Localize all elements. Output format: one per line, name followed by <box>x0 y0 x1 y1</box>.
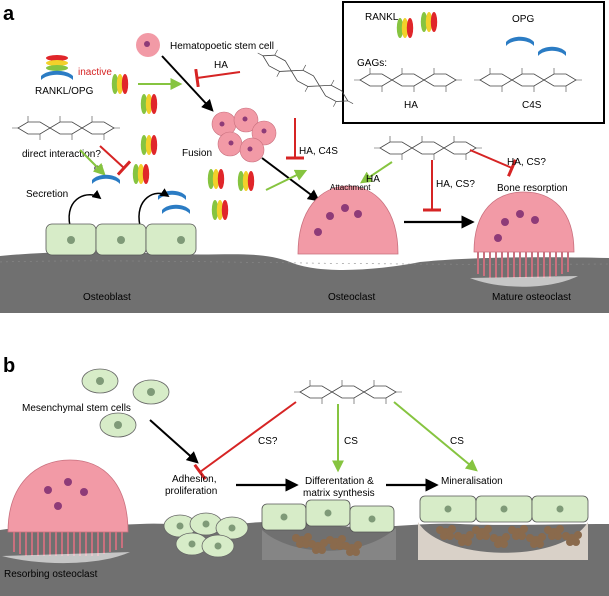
osteoblast-row <box>45 223 197 256</box>
differentiating-cells <box>261 499 396 560</box>
ha-c4s-label: HA, C4S <box>299 146 338 157</box>
osteoblast-label: Osteoblast <box>83 292 131 303</box>
mineralisation-label: Mineralisation <box>441 476 503 487</box>
rankl-icon-6 <box>237 171 255 191</box>
inactive-label: inactive <box>78 67 112 78</box>
panel-a: a RANKL OPG GAGs: HA C4S Hematopoetic st… <box>0 1 609 313</box>
opg-icon-2 <box>158 190 186 200</box>
ha-cs-label-1: HA, CS? <box>436 179 475 190</box>
legend-c4s-label: C4S <box>522 100 542 111</box>
rankl-icon-7 <box>211 200 229 220</box>
resorbing-osteoclast-label: Resorbing osteoclast <box>4 569 98 580</box>
rankl-icon-1 <box>111 74 129 94</box>
rankl-icon-3 <box>140 135 158 155</box>
panel-b: b Mesenchymal stem cells CS? CS CS Adhes… <box>0 355 609 596</box>
secretion-label: Secretion <box>26 189 68 200</box>
mineralisation-cells <box>418 495 589 560</box>
inactive-rankl-opg-icon <box>41 55 73 80</box>
osteoclast <box>297 185 399 255</box>
attachment-label: Attachment <box>330 183 371 192</box>
ha-attach-label: HA <box>366 174 380 185</box>
proliferation-label: proliferation <box>165 486 217 497</box>
panel-a-letter: a <box>3 3 15 25</box>
legend-rankl-icon-2 <box>420 12 438 32</box>
panel-b-letter: b <box>3 355 15 377</box>
gag-chain-right <box>373 135 483 161</box>
ha-inhibit-label: HA <box>214 60 228 71</box>
bone-surface-a <box>0 252 609 313</box>
hsc-label: Hematopoetic stem cell <box>170 41 274 52</box>
osteoclast-label: Osteoclast <box>328 292 375 303</box>
direct-interaction-label: direct interaction? <box>22 149 101 160</box>
bone-surface-b <box>0 521 609 596</box>
cs-question-label: CS? <box>258 436 278 447</box>
bone-resorption-label: Bone resorption <box>497 183 568 194</box>
mesenchymal-stem-cells <box>81 368 170 438</box>
gag-chain-left <box>11 115 121 141</box>
msc-label: Mesenchymal stem cells <box>22 403 131 414</box>
legend-rankl-icon <box>396 18 414 38</box>
legend-ha-label: HA <box>404 100 418 111</box>
matrix-synthesis-label: matrix synthesis <box>303 488 375 499</box>
rankl-icon-4 <box>132 164 150 184</box>
rankl-opg-label: RANKL/OPG <box>35 86 94 97</box>
ha-cs-label-2: HA, CS? <box>507 157 546 168</box>
legend-rankl-label: RANKL <box>365 12 399 23</box>
proliferating-cells <box>163 512 249 558</box>
resorbing-osteoclast <box>2 459 130 564</box>
gag-chain-b <box>293 379 403 405</box>
adhesion-label: Adhesion, <box>172 474 216 485</box>
legend-gags-label: GAGs: <box>357 58 387 69</box>
mature-osteoclast-label: Mature osteoclast <box>492 292 571 303</box>
cs-label-2: CS <box>450 436 464 447</box>
legend-opg-label: OPG <box>512 14 534 25</box>
opg-icon-3 <box>162 204 190 214</box>
rankl-icon-5 <box>207 169 225 189</box>
fusion-cluster <box>211 107 277 163</box>
cs-label-1: CS <box>344 436 358 447</box>
mature-osteoclast <box>470 191 578 287</box>
rankl-icon-2 <box>140 94 158 114</box>
opg-icon-1 <box>92 174 120 184</box>
legend-box: RANKL OPG GAGs: HA C4S <box>342 1 605 124</box>
fusion-label: Fusion <box>182 148 212 159</box>
differentiation-label: Differentation & <box>305 476 374 487</box>
